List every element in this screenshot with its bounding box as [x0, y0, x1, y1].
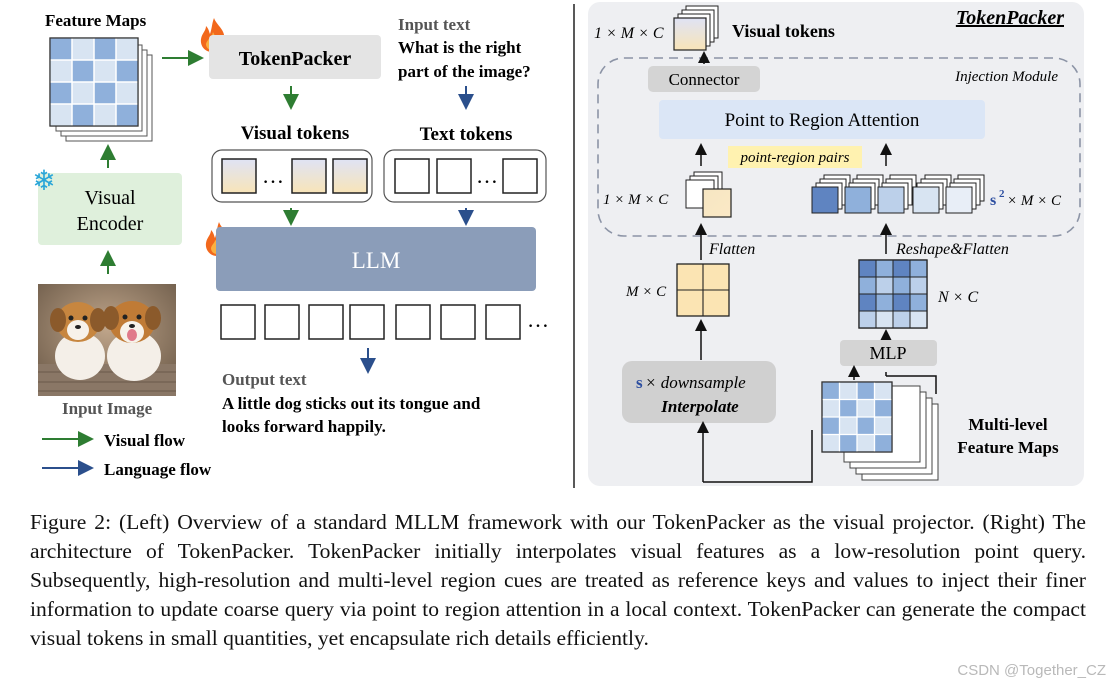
mlp-label: MLP [869, 343, 906, 363]
attention-label: Point to Region Attention [725, 110, 920, 131]
input-text-line1: What is the right [398, 38, 522, 57]
input-image-label: Input Image [62, 399, 153, 418]
output-token [440, 304, 476, 340]
connector-label: Connector [669, 70, 740, 89]
input-image [38, 284, 176, 396]
text-token [394, 158, 430, 194]
text-token [502, 158, 538, 194]
output-token [308, 304, 344, 340]
visual-encoder-box [38, 173, 182, 245]
region-grid [858, 259, 928, 329]
reshape-flatten-label: Reshape&Flatten [895, 241, 1009, 258]
output-tokens-row: … [220, 304, 549, 340]
output-text-line1: A little dog sticks out its tongue and [222, 394, 481, 413]
mc-label: M × C [625, 284, 667, 300]
visual-tokens-group: … [211, 149, 373, 203]
feature-map-grid [49, 37, 139, 127]
output-token [349, 304, 385, 340]
figure-caption: Figure 2: (Left) Overview of a standard … [30, 510, 1086, 650]
attention-box [659, 100, 985, 139]
interpolate-box [622, 361, 776, 423]
flow-connector [703, 430, 813, 483]
snowflake-icon: ❄ [32, 166, 55, 197]
encoder-line2: Encoder [77, 213, 144, 235]
visual-tokens-label: Visual tokens [241, 123, 350, 144]
pairs-label: point-region pairs [739, 150, 849, 166]
output-text-heading: Output text [222, 370, 307, 389]
pairs-highlight [728, 146, 862, 168]
point-query-stack [685, 171, 732, 218]
visual-token [332, 158, 368, 194]
ellipsis: … [262, 163, 284, 188]
mlp-box [840, 340, 937, 366]
right-visual-tokens-label: Visual tokens [732, 21, 835, 41]
feature-maps-label: Feature Maps [45, 11, 147, 30]
connector-box [648, 66, 760, 92]
visual-flow-label: Visual flow [104, 431, 186, 450]
injection-label: Injection Module [954, 69, 1058, 85]
region-dim-sup: 2 [999, 188, 1005, 200]
region-dim-rest: × M × C [1007, 193, 1062, 209]
input-text-heading: Input text [398, 15, 471, 34]
region-stacks [811, 174, 985, 214]
llm-label: LLM [352, 248, 401, 273]
nc-label: N × C [937, 289, 978, 306]
output-token [220, 304, 256, 340]
language-flow-label: Language flow [104, 460, 212, 479]
visual-token [291, 158, 327, 194]
multilevel-line1: Multi-level [968, 415, 1048, 434]
output-token [395, 304, 431, 340]
feature-maps-stack [49, 37, 153, 142]
text-tokens-label: Text tokens [420, 124, 513, 145]
flatten-label: Flatten [708, 241, 755, 258]
downsample-label: × downsample [645, 373, 746, 392]
interpolate-label: Interpolate [660, 397, 739, 416]
flow-connector [886, 375, 937, 394]
visual-token [221, 158, 257, 194]
output-text-line2: looks forward happily. [222, 417, 386, 436]
output-token [264, 304, 300, 340]
multilevel-feature-maps-stack [821, 381, 939, 481]
downsample-s: s [636, 373, 643, 392]
point-query-grid [676, 263, 730, 317]
tokenpacker-label: TokenPacker [239, 48, 352, 70]
watermark: CSDN @Together_CZ [957, 662, 1106, 679]
ellipsis: … [527, 307, 549, 332]
output-visual-tokens-stack [673, 5, 719, 51]
input-text-line2: part of the image? [398, 62, 531, 81]
llm-box [216, 227, 536, 291]
injection-module-box [597, 57, 1081, 237]
legend: Visual flow Language flow [42, 431, 212, 479]
output-token [485, 304, 521, 340]
multilevel-line2: Feature Maps [957, 438, 1059, 457]
text-tokens-group: … [383, 149, 547, 203]
architecture-figure: Feature Maps TokenPacker Input text What… [32, 2, 1084, 488]
tokenpacker-box [209, 35, 381, 79]
point-dim-label: 1 × M × C [603, 192, 669, 208]
top-dim-label: 1 × M × C [594, 25, 664, 42]
region-dim-s: s [990, 192, 996, 209]
ellipsis: … [476, 163, 498, 188]
text-token [436, 158, 472, 194]
encoder-line1: Visual [84, 187, 135, 209]
right-title: TokenPacker [956, 7, 1064, 29]
